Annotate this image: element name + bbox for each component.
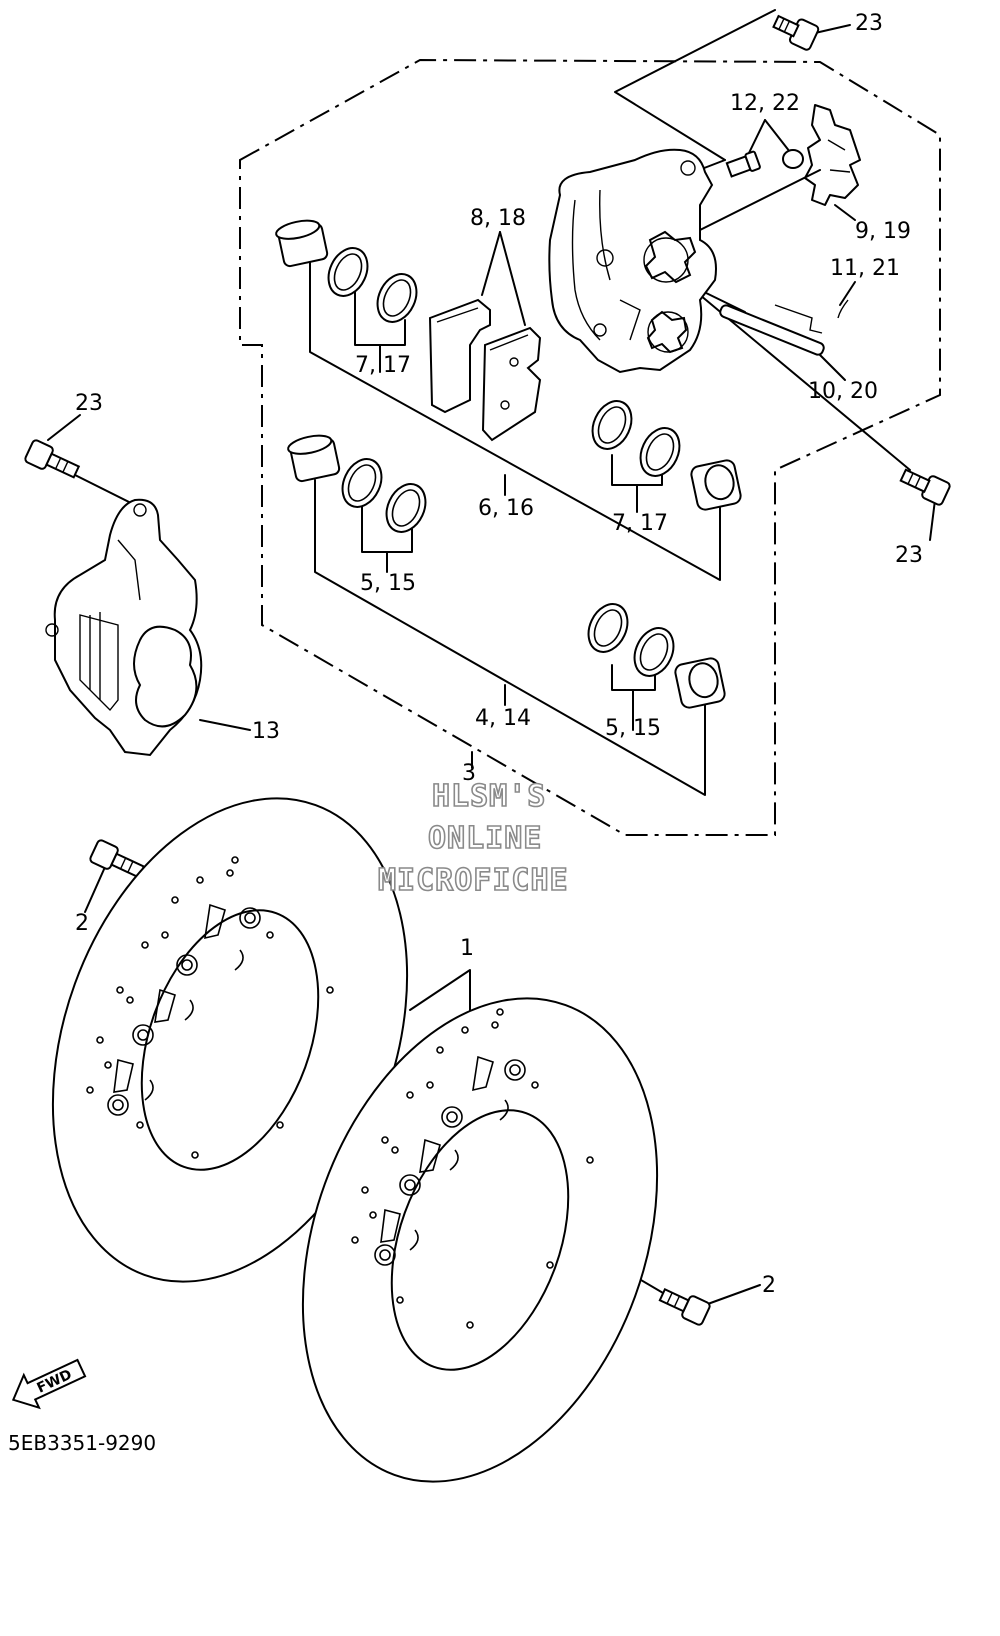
label-7-17-right: 7, 17 [612, 511, 668, 536]
label-23-top: 23 [855, 11, 883, 36]
label-13: 13 [252, 719, 280, 744]
label-9-19: 9, 19 [855, 219, 911, 244]
label-10-20: 10, 20 [808, 379, 878, 404]
label-3: 3 [462, 761, 476, 786]
seal-ring-icon [327, 247, 681, 677]
watermark-line-1: HLSM'S [432, 779, 546, 814]
diagram-code: 5EB3351-9290 [8, 1431, 156, 1455]
watermark-line-3: MICROFICHE [378, 863, 569, 898]
brake-disc-icon [301, 997, 659, 1483]
label-6-16: 6, 16 [478, 496, 534, 521]
label-23-right: 23 [895, 543, 923, 568]
watermark: HLSM'S ONLINE MICROFICHE [377, 778, 569, 899]
label-5-15-left: 5, 15 [360, 571, 416, 596]
caliper-assembly-boundary [239, 58, 941, 836]
label-4-14: 4, 14 [475, 706, 531, 731]
label-1: 1 [460, 936, 474, 961]
bolt-icon [24, 14, 951, 1326]
piston-icon [275, 219, 742, 709]
leader-lines [47, 9, 936, 1306]
pad-spring-icon [804, 104, 861, 206]
caliper-icon [548, 148, 717, 374]
fwd-arrow-icon: FWD [11, 1358, 87, 1410]
part-labels: 23 12, 22 9, 19 11, 21 10, 20 8, 18 7, 1… [75, 11, 923, 1298]
label-23-left: 23 [75, 391, 103, 416]
label-11-21: 11, 21 [830, 256, 900, 281]
label-12-22: 12, 22 [730, 91, 800, 116]
label-2-right: 2 [762, 1273, 776, 1298]
label-2-left: 2 [75, 911, 89, 936]
watermark-line-2: ONLINE [428, 821, 542, 856]
label-7-17-left: 7, 17 [355, 353, 411, 378]
brake-disc-icon [51, 797, 409, 1283]
pad-pin-icon [719, 299, 849, 356]
label-5-15-right: 5, 15 [605, 716, 661, 741]
brake-pad-icon [428, 298, 542, 442]
label-8-18: 8, 18 [470, 206, 526, 231]
caliper-icon [45, 498, 203, 757]
